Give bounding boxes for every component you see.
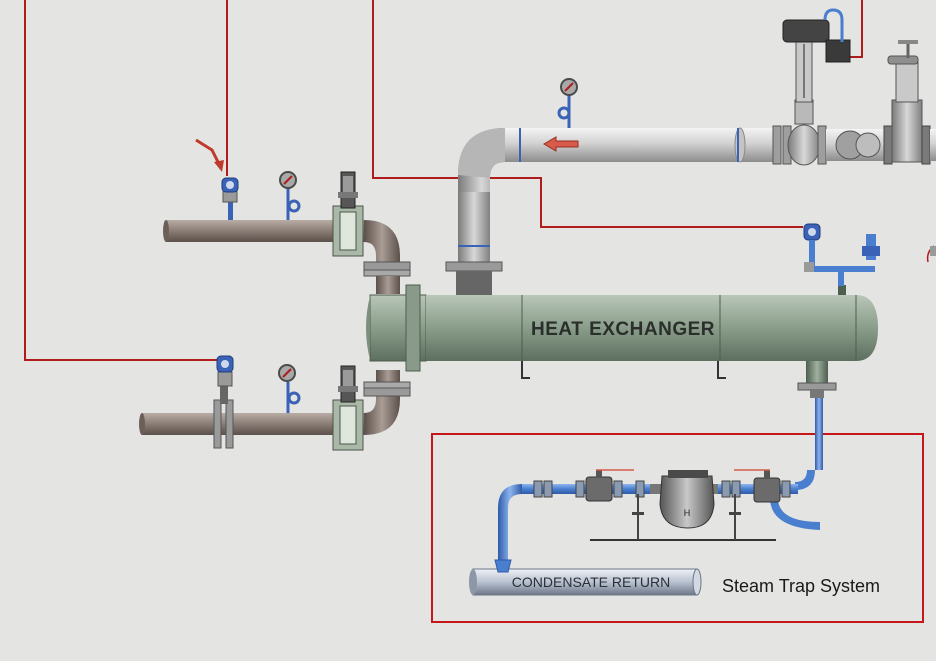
trap-marking: H [684,508,691,518]
steam-trap: H [650,470,718,529]
trap-line-fittings [533,469,791,503]
temperature-transmitter-bottom [216,355,234,387]
signal-line-bottom-transmitter [24,0,218,361]
steam-pressure-gauge [557,78,578,128]
temperature-transmitter-top [221,177,239,220]
heat-exchanger-label: HEAT EXCHANGER [531,319,715,340]
flow-direction-arrow [543,136,579,152]
steam-trap-system-label: Steam Trap System [722,576,880,596]
heat-exchanger: HEAT EXCHANGER [366,284,878,379]
flow-arrow-indicator [195,138,224,172]
condensate-return-pipe: CONDENSATE RETURN [469,559,702,596]
steam-supply-pipe [445,127,773,295]
condensate-outlet-nozzle [797,361,837,398]
flow-meter-bottom [213,386,234,449]
process-inlet-pipe [139,370,411,435]
process-valve-top [332,171,364,257]
pressure-gauge-top [279,171,301,220]
pressure-gauge-bottom [278,364,301,413]
pressure-transmitter-right [803,223,880,286]
signal-lines [24,0,863,361]
process-outlet-pipe [163,220,411,294]
control-valve [772,8,851,166]
signal-line-actuator [850,0,863,58]
condensate-return-label: CONDENSATE RETURN [512,574,670,590]
signal-line-control [372,0,803,228]
process-valve-bottom [332,365,364,451]
gate-valve [826,40,936,165]
steam-trap-system-box [431,433,924,623]
edge-instrument [926,245,936,263]
trap-supports [590,494,776,541]
